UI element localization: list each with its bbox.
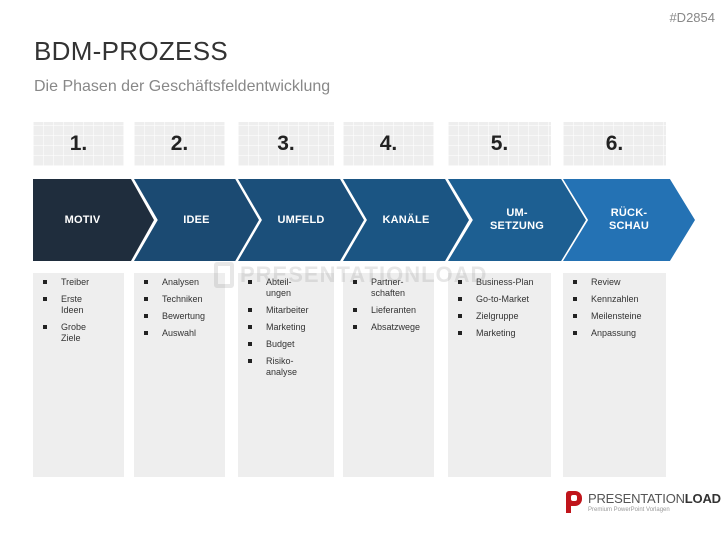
- phase-label-rueckschau: RÜCK- SCHAU: [608, 207, 650, 232]
- bullet-icon: [458, 297, 462, 301]
- list-item: Bewertung: [140, 311, 219, 322]
- bullet-icon: [353, 308, 357, 312]
- phase-items-2: Analysen Techniken Bewertung Auswahl: [134, 273, 225, 339]
- list-item: Go-to-Market: [454, 294, 545, 305]
- bullet-icon: [458, 280, 462, 284]
- logo-brand: PRESENTATIONLOAD: [588, 491, 721, 506]
- phase-label-motiv: MOTIV: [64, 213, 101, 226]
- page-subtitle: Die Phasen der Geschäftsfeldentwicklung: [34, 78, 331, 95]
- bullet-icon: [353, 325, 357, 329]
- phase-number-6: 6.: [563, 122, 666, 166]
- phase-panel-4: Partner- schaften Lieferanten Absatzwege: [343, 273, 434, 477]
- list-item: Treiber: [39, 277, 118, 288]
- phase-label-idee: IDEE: [183, 213, 210, 226]
- list-item: Erste Ideen: [39, 294, 118, 316]
- phase-number-2: 2.: [134, 122, 225, 166]
- list-item: Meilensteine: [569, 311, 660, 322]
- list-item: Grobe Ziele: [39, 322, 118, 344]
- bullet-icon: [573, 314, 577, 318]
- phase-items-3: Abteil- ungen Mitarbeiter Marketing Budg…: [238, 273, 334, 378]
- bullet-icon: [144, 331, 148, 335]
- bullet-icon: [573, 331, 577, 335]
- logo-tagline: Premium PowerPoint Vorlagen: [588, 507, 670, 513]
- phase-panel-5: Business-Plan Go-to-Market Zielgruppe Ma…: [448, 273, 551, 477]
- watermark-logo-icon: [214, 262, 234, 288]
- bullet-icon: [144, 280, 148, 284]
- slide-id: #D2854: [669, 10, 715, 25]
- bullet-icon: [458, 314, 462, 318]
- phase-number-3: 3.: [238, 122, 334, 166]
- phase-items-1: Treiber Erste Ideen Grobe Ziele: [33, 273, 124, 344]
- bullet-icon: [573, 297, 577, 301]
- list-item: Marketing: [454, 328, 545, 339]
- list-item: Lieferanten: [349, 305, 428, 316]
- phase-panel-1: Treiber Erste Ideen Grobe Ziele: [33, 273, 124, 477]
- logo-text: PRESENTATIONLOAD Premium PowerPoint Vorl…: [588, 491, 721, 514]
- bullet-icon: [43, 280, 47, 284]
- bullet-icon: [573, 280, 577, 284]
- bullet-icon: [248, 359, 252, 363]
- phase-arrow-motiv: MOTIV: [33, 179, 154, 261]
- bullet-icon: [248, 342, 252, 346]
- watermark-text: PRESENTATIONLOAD: [240, 262, 488, 287]
- list-item: Analysen: [140, 277, 219, 288]
- phase-panel-2: Analysen Techniken Bewertung Auswahl: [134, 273, 225, 477]
- list-item: Budget: [244, 339, 328, 350]
- phase-label-umfeld: UMFELD: [277, 213, 325, 226]
- phase-items-4: Partner- schaften Lieferanten Absatzwege: [343, 273, 434, 333]
- brand-logo: PRESENTATIONLOAD Premium PowerPoint Vorl…: [566, 491, 721, 514]
- bullet-icon: [43, 325, 47, 329]
- list-item: Review: [569, 277, 660, 288]
- list-item: Absatzwege: [349, 322, 428, 333]
- bullet-icon: [43, 297, 47, 301]
- list-item: Marketing: [244, 322, 328, 333]
- list-item: Auswahl: [140, 328, 219, 339]
- list-item: Risiko- analyse: [244, 356, 328, 378]
- phase-number-4: 4.: [343, 122, 434, 166]
- phase-panel-6: Review Kennzahlen Meilensteine Anpassung: [563, 273, 666, 477]
- phase-label-umsetzung: UM- SETZUNG: [490, 207, 544, 232]
- bullet-icon: [144, 314, 148, 318]
- list-item: Business-Plan: [454, 277, 545, 288]
- bullet-icon: [458, 331, 462, 335]
- phase-number-1: 1.: [33, 122, 124, 166]
- page-title: BDM-PROZESS: [34, 36, 228, 66]
- list-item: Zielgruppe: [454, 311, 545, 322]
- list-item: Kennzahlen: [569, 294, 660, 305]
- list-item: Mitarbeiter: [244, 305, 328, 316]
- watermark: PRESENTATIONLOAD: [214, 262, 487, 288]
- logo-p-icon: [566, 491, 582, 513]
- phase-panel-3: Abteil- ungen Mitarbeiter Marketing Budg…: [238, 273, 334, 477]
- list-item: Techniken: [140, 294, 219, 305]
- phase-items-6: Review Kennzahlen Meilensteine Anpassung: [563, 273, 666, 339]
- phase-number-5: 5.: [448, 122, 551, 166]
- bullet-icon: [144, 297, 148, 301]
- list-item: Abteil- ungen: [244, 277, 328, 299]
- phase-items-5: Business-Plan Go-to-Market Zielgruppe Ma…: [448, 273, 551, 339]
- list-item: Anpassung: [569, 328, 660, 339]
- list-item: Partner- schaften: [349, 277, 428, 299]
- bullet-icon: [353, 280, 357, 284]
- phase-label-kanaele: KANÄLE: [382, 213, 430, 226]
- bullet-icon: [248, 280, 252, 284]
- bullet-icon: [248, 325, 252, 329]
- bullet-icon: [248, 308, 252, 312]
